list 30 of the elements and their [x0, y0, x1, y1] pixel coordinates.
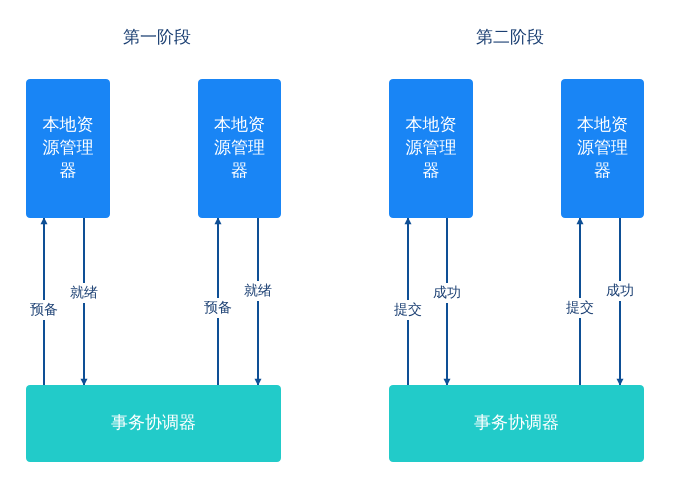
edge-label: 成功: [433, 283, 461, 303]
node-label: 本地资源管理器: [576, 114, 629, 183]
edge-label: 就绪: [244, 281, 272, 301]
resource-manager-box: [26, 79, 110, 218]
arrow: [404, 217, 412, 385]
node-label: 事务协调器: [111, 412, 196, 435]
edge-label: 就绪: [70, 283, 98, 303]
arrow: [444, 218, 450, 386]
arrow: [214, 217, 222, 385]
node-label: 本地资源管理器: [213, 114, 266, 183]
edge-label: 预备: [204, 298, 232, 318]
arrow: [616, 218, 624, 386]
edge-label: 预备: [30, 300, 58, 320]
resource-manager-box: [198, 79, 281, 218]
stage-title: 第一阶段: [123, 26, 191, 48]
edge-label: 提交: [566, 298, 594, 318]
node-label: 本地资源管理器: [404, 114, 458, 183]
arrow: [576, 217, 584, 385]
node-label: 本地资源管理器: [42, 114, 94, 183]
coordinator-box: [26, 385, 281, 462]
edge-label: 成功: [606, 281, 634, 301]
arrow: [254, 218, 262, 386]
node-label: 事务协调器: [474, 412, 559, 435]
resource-manager-box: [389, 79, 473, 218]
coordinator-box: [389, 385, 644, 462]
stage-title: 第二阶段: [476, 26, 544, 48]
arrow: [40, 217, 48, 385]
arrow: [80, 218, 88, 386]
edge-label: 提交: [394, 300, 422, 320]
resource-manager-box: [561, 79, 644, 218]
